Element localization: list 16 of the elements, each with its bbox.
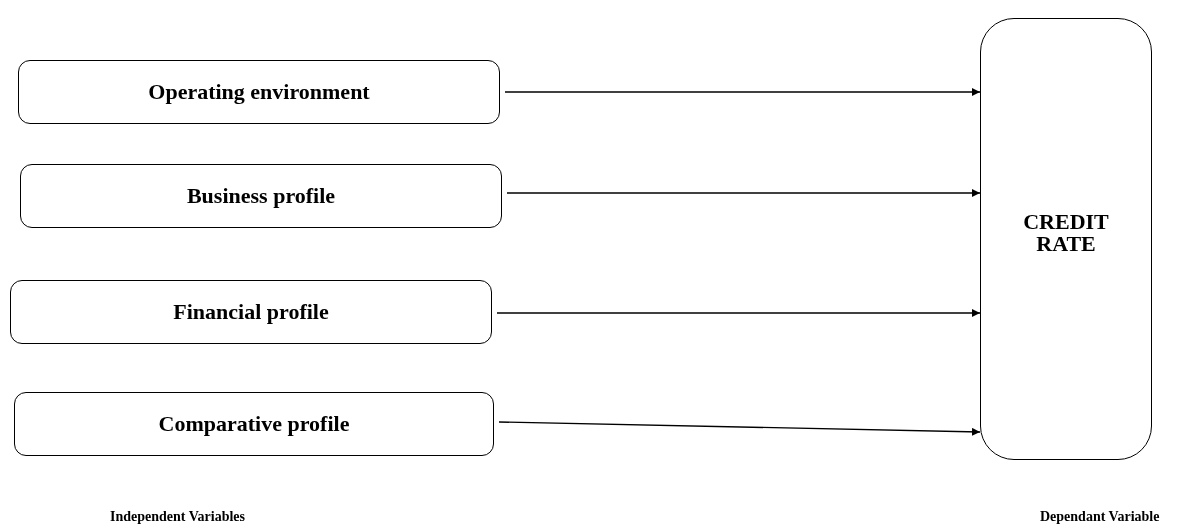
rounded-box — [18, 60, 500, 124]
node-label: Financial profile — [173, 299, 329, 325]
node-label: Comparative profile — [158, 411, 350, 437]
axis-caption: Dependant Variable — [1040, 509, 1160, 525]
arrow — [498, 421, 981, 436]
node-label: Business profile — [186, 183, 336, 209]
rounded-box — [20, 164, 502, 228]
arrow — [506, 189, 981, 197]
rounded-box — [14, 392, 494, 456]
arrow — [504, 88, 981, 96]
arrow — [496, 309, 981, 317]
rounded-box — [10, 280, 492, 344]
node-label: Operating environment — [148, 79, 370, 105]
rounded-tall-box — [980, 18, 1152, 460]
axis-caption: Independent Variables — [110, 509, 245, 525]
node-title: CREDIT RATE — [1022, 211, 1110, 255]
